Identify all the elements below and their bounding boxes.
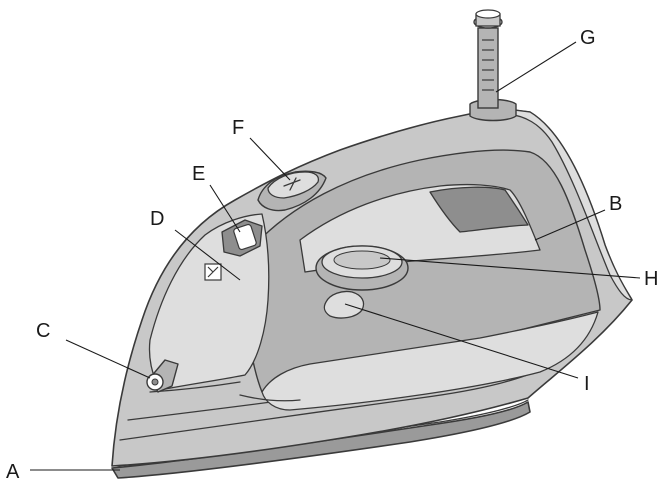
- label-i: I: [584, 373, 590, 395]
- label-c: C: [36, 320, 50, 342]
- leader-e: [209, 184, 241, 233]
- handle-bridge-line: [239, 394, 301, 402]
- leader-i: [344, 303, 579, 379]
- leader-h: [379, 257, 641, 279]
- leader-d: [174, 229, 241, 281]
- handle-cutout: [429, 186, 529, 233]
- leader-f: [249, 137, 291, 181]
- control-icon: [204, 263, 222, 281]
- label-g: G: [580, 27, 596, 49]
- temperature-knob: [146, 359, 179, 393]
- label-a: A: [6, 461, 20, 482]
- rear-top-strip: [497, 107, 633, 301]
- label-b: B: [609, 193, 622, 215]
- label-e: E: [192, 163, 205, 185]
- water-column: [469, 9, 517, 122]
- handle-bridge: [261, 311, 599, 411]
- label-f: F: [232, 117, 244, 139]
- body-band-1: [119, 359, 561, 441]
- button-i: [323, 290, 365, 319]
- label-h: H: [644, 268, 658, 290]
- steam-dial-center: [333, 250, 391, 270]
- label-d: D: [150, 208, 164, 230]
- leader-b: [534, 209, 606, 241]
- leader-c: [65, 339, 151, 379]
- top-button-mark: [283, 177, 301, 191]
- leader-g: [495, 41, 577, 93]
